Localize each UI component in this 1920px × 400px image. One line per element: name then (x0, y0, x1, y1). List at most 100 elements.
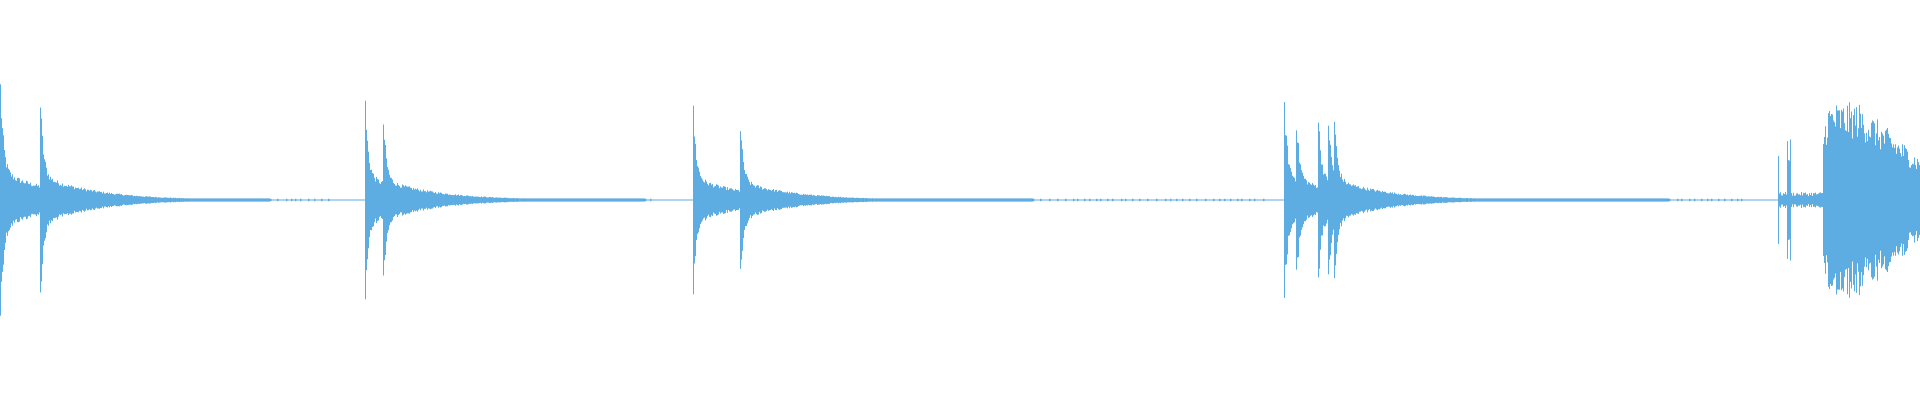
waveform-bar (736, 190, 737, 210)
waveform-bar (1310, 184, 1311, 216)
waveform-bar (1552, 198, 1553, 202)
waveform-bar (48, 174, 49, 226)
waveform-bar (122, 195, 123, 205)
waveform-bar (191, 198, 192, 202)
waveform-bar (1661, 198, 1662, 202)
waveform-bar (1643, 198, 1644, 202)
waveform-bar (786, 192, 787, 208)
waveform-bar (794, 192, 795, 208)
waveform-bar (1461, 198, 1462, 202)
waveform-bar (906, 198, 907, 202)
waveform-bar (900, 198, 901, 202)
waveform-bar (507, 198, 508, 202)
waveform-bar (1356, 186, 1357, 214)
waveform-bar (568, 198, 569, 202)
waveform-bar (847, 197, 848, 203)
waveform-bar (146, 196, 147, 204)
waveform-bar (1499, 198, 1500, 202)
waveform-bar (1637, 198, 1638, 202)
waveform-bar (230, 198, 231, 202)
waveform-bar (614, 198, 615, 202)
waveform-bar (587, 198, 588, 202)
waveform-bar (1666, 198, 1667, 202)
waveform-bar (108, 193, 109, 207)
waveform-bar (545, 198, 546, 202)
waveform-bar (1830, 116, 1831, 284)
waveform-bar (1489, 198, 1490, 202)
waveform-bar (1084, 198, 1086, 202)
waveform-bar (520, 198, 521, 202)
waveform-bar (71, 185, 72, 215)
waveform-bar (630, 198, 631, 202)
waveform-bar (241, 198, 242, 202)
waveform-bar (1015, 198, 1016, 202)
waveform-bar (635, 198, 636, 202)
waveform-bar (154, 197, 155, 203)
waveform-bar (238, 198, 239, 202)
waveform-bar (1321, 164, 1322, 236)
waveform-bar (175, 197, 176, 203)
waveform-bar (58, 183, 59, 217)
waveform-bar (735, 188, 736, 212)
waveform-bar (1434, 196, 1435, 204)
waveform-bar (754, 185, 755, 215)
waveform-bar (1851, 111, 1852, 289)
waveform-bar (456, 195, 457, 205)
waveform-bar (441, 193, 442, 207)
waveform-bar (824, 195, 825, 205)
waveform-bar (493, 197, 494, 203)
waveform-bar (220, 198, 221, 202)
waveform-bar (1652, 198, 1653, 202)
waveform-bar (1325, 173, 1326, 227)
waveform-bar (408, 186, 409, 214)
waveform-bar (1470, 198, 1471, 202)
waveform-bar (469, 196, 470, 204)
waveform-bar (1411, 195, 1412, 205)
waveform-bar (1656, 198, 1657, 202)
waveform-bar (481, 196, 482, 204)
waveform-bar (591, 198, 592, 202)
waveform-bar (1613, 198, 1614, 202)
waveform-bar (1572, 198, 1573, 202)
waveform-bar (417, 188, 418, 212)
waveform-bar (247, 198, 248, 202)
waveform-bar (573, 198, 574, 202)
waveform-bar (1579, 198, 1580, 202)
waveform-bar (229, 198, 230, 202)
waveform-bar (990, 198, 991, 202)
waveform-bar (1, 118, 2, 282)
waveform-bar (208, 198, 209, 202)
waveform-bar (510, 198, 511, 202)
waveform-bar (567, 198, 568, 202)
waveform-bar (25, 183, 26, 217)
waveform-bar (1336, 146, 1337, 254)
waveform-bar (826, 195, 827, 205)
waveform-bar (1392, 192, 1393, 208)
waveform-bar (1618, 198, 1619, 202)
waveform-bar (796, 192, 797, 208)
waveform-bar (611, 198, 612, 202)
waveform-bar (1896, 153, 1897, 247)
waveform-bar (733, 190, 734, 210)
waveform-bar (172, 198, 173, 202)
waveform-bar (1636, 198, 1637, 202)
waveform-bar (1340, 177, 1341, 223)
waveform-bar (440, 192, 441, 208)
waveform-bar (1011, 198, 1012, 202)
waveform-bar (1057, 198, 1059, 202)
waveform-bar (841, 197, 842, 203)
waveform-bar (1354, 185, 1355, 215)
waveform-bar (1913, 164, 1914, 236)
waveform-bar (46, 167, 47, 233)
waveform-bar (77, 188, 78, 212)
waveform-bar (1515, 198, 1516, 202)
waveform-bar (467, 195, 468, 205)
waveform-bar (588, 198, 589, 202)
waveform-bar (605, 198, 606, 202)
waveform-bar (1323, 174, 1324, 226)
waveform-bar (412, 189, 413, 211)
waveform-bar (1073, 198, 1075, 202)
waveform-bar (792, 192, 793, 208)
